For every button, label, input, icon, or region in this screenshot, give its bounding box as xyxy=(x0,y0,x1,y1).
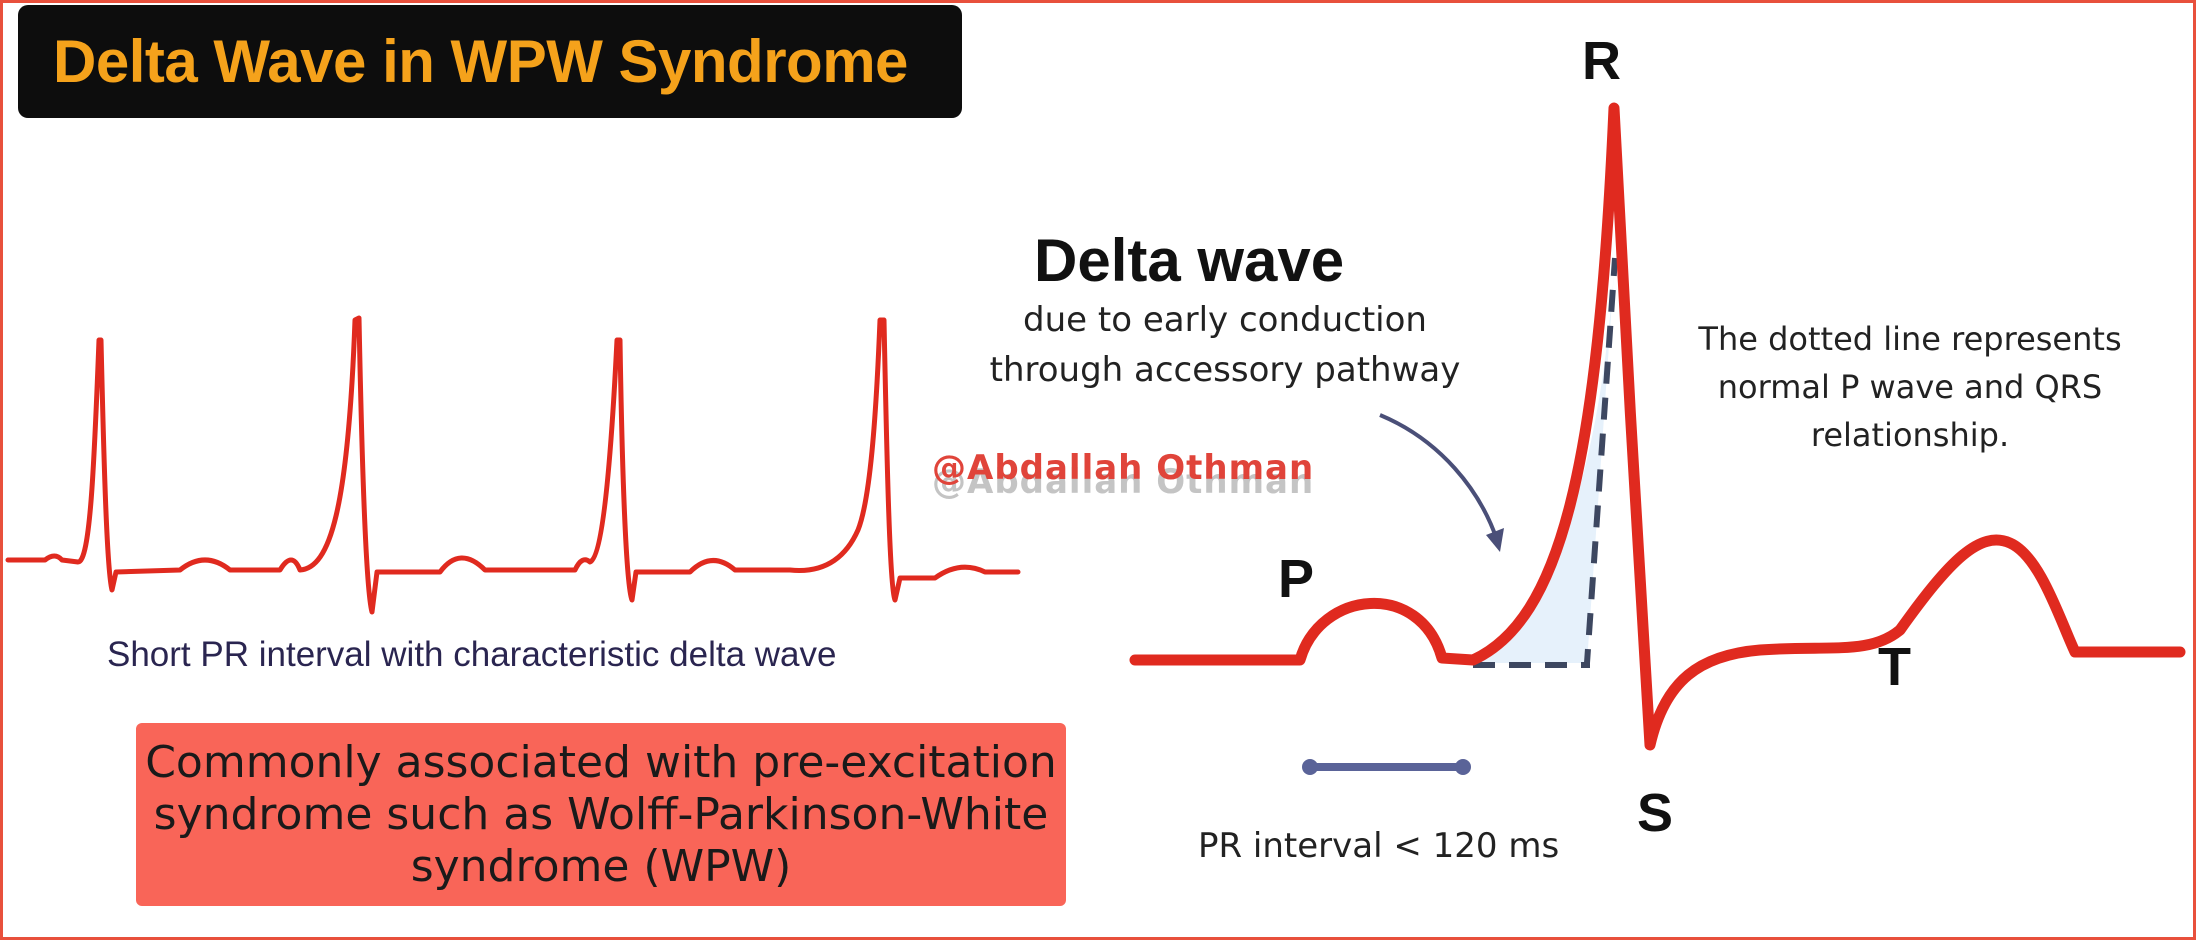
note-line: syndrome such as Wolff-Parkinson-White xyxy=(153,788,1049,840)
ecg-strip-caption: Short PR interval with characteristic de… xyxy=(107,635,837,674)
p-wave-label: P xyxy=(1278,549,1315,609)
pr-bar-end-dot xyxy=(1455,759,1471,775)
note-line: syndrome (WPW) xyxy=(410,840,792,892)
note-box: Commonly associated with pre-excitation … xyxy=(136,723,1066,906)
pr-interval-caption: PR interval < 120 ms xyxy=(1198,826,1560,866)
delta-wave-trace xyxy=(1129,102,2186,751)
page-title: Delta Wave in WPW Syndrome xyxy=(53,28,908,95)
delta-wave-title: Delta wave xyxy=(1034,227,1345,294)
arrow-head-icon xyxy=(1486,528,1504,552)
watermark-shadow: @Abdallah Othman xyxy=(932,462,1315,502)
delta-wave-area xyxy=(1473,258,1615,663)
s-wave-label: S xyxy=(1637,783,1674,843)
pr-bar-start-dot xyxy=(1302,759,1318,775)
note-line: Commonly associated with pre-excitation xyxy=(145,736,1057,788)
normal-qrs-dotted-line xyxy=(1473,257,1618,668)
dotted-line-note: normal P wave and QRS xyxy=(1717,368,2103,406)
delta-wave-arrow xyxy=(1379,413,1499,541)
delta-wave-desc-line: due to early conduction xyxy=(1023,300,1427,340)
dotted-line-note: relationship. xyxy=(1810,416,2010,454)
r-wave-label: R xyxy=(1582,31,1621,91)
watermark: @Abdallah Othman xyxy=(932,448,1315,488)
t-wave-label: T xyxy=(1878,637,1911,697)
ecg-strip-trace xyxy=(5,315,1021,615)
delta-wave-desc-line: through accessory pathway xyxy=(989,350,1461,390)
title-banner: Delta Wave in WPW Syndrome xyxy=(18,5,962,118)
dotted-line-note: The dotted line represents xyxy=(1698,320,2122,358)
